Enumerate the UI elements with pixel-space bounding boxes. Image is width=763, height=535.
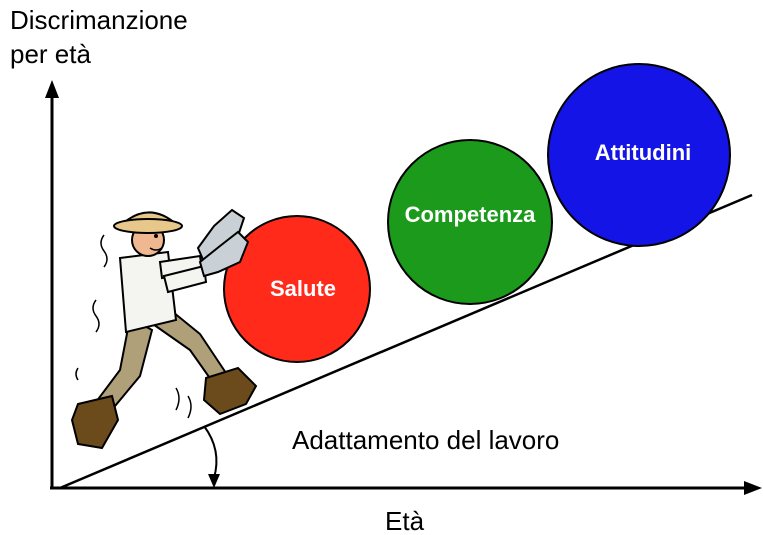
y-axis-label-line2: per età [10, 39, 91, 69]
ball-attitudini: Attitudini [547, 63, 731, 247]
worker-pushing-icon [70, 208, 258, 450]
slope-label: Adattamento del lavoro [292, 425, 559, 455]
ball-attitudini-label: Attitudini [595, 140, 692, 165]
angle-arc [203, 425, 218, 479]
ball-competenza-label: Competenza [405, 202, 537, 227]
ball-salute: Salute [223, 215, 371, 363]
ball-competenza: Competenza [387, 139, 553, 305]
x-axis-label: Età [385, 506, 425, 535]
y-axis-label-line1: Discrimanzione [10, 5, 188, 35]
x-axis-arrowhead [744, 481, 762, 495]
ball-competenza-circle [387, 139, 553, 305]
angle-arrowhead [208, 474, 220, 488]
y-axis-arrowhead [45, 80, 59, 98]
ball-attitudini-circle [547, 63, 731, 247]
ball-salute-label: Salute [270, 276, 336, 301]
ball-salute-circle [223, 215, 371, 363]
